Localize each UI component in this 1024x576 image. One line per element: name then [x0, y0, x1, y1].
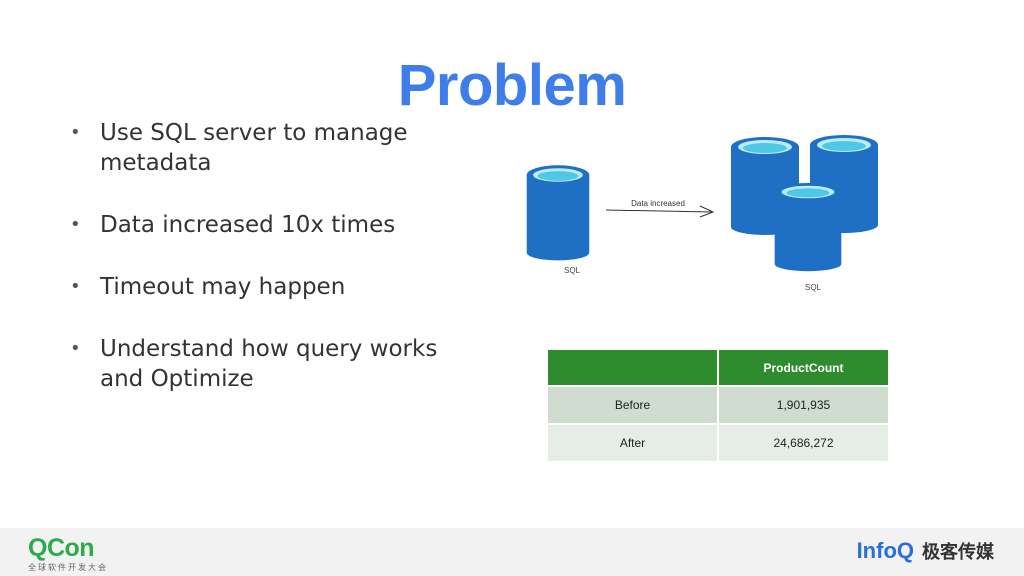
infoq-brand: InfoQ — [856, 538, 914, 563]
bullet-text: Use SQL server to manage metadata — [100, 120, 408, 176]
product-count-table: ProductCount Before 1,901,935 After 24,6… — [548, 350, 890, 463]
table-cell: Before — [548, 386, 719, 425]
data-increase-arrow — [605, 205, 715, 218]
slide-title: Problem — [397, 53, 627, 118]
bullet-text: Timeout may happen — [100, 274, 346, 300]
bullet-item: • Timeout may happen — [68, 272, 478, 302]
bullet-dot: • — [70, 214, 81, 235]
table-row: After 24,686,272 — [548, 424, 890, 463]
table-header-cell — [548, 350, 719, 387]
table-row: Before 1,901,935 — [548, 386, 890, 425]
bullet-dot: • — [70, 338, 81, 359]
bullet-text: Understand how query works and Optimize — [100, 336, 438, 392]
bullet-item: • Use SQL server to manage metadata — [68, 118, 478, 178]
right-sql-label: SQL — [805, 283, 822, 292]
database-cluster-icon — [731, 135, 878, 272]
infoq-chinese-name: 极客传媒 — [922, 542, 994, 563]
qcon-subtitle: 全球软件开发大会 — [28, 563, 108, 572]
footer-bar: QCon 全球软件开发大会 InfoQ 极客传媒 — [0, 528, 1024, 576]
left-sql-label: SQL — [564, 266, 581, 275]
table-cell: 24,686,272 — [718, 424, 890, 463]
table-cell: 1,901,935 — [718, 386, 890, 425]
bullet-text: Data increased 10x times — [100, 212, 396, 238]
qcon-logo-text: QCon — [28, 534, 95, 562]
database-small-icon — [526, 165, 590, 261]
bullet-item: • Data increased 10x times — [68, 210, 478, 240]
bullet-item: • Understand how query works and Optimize — [68, 334, 478, 394]
qcon-logo: QCon 全球软件开发大会 — [28, 535, 108, 573]
table-header-row: ProductCount — [548, 350, 890, 387]
bullet-list: • Use SQL server to manage metadata • Data… — [68, 118, 478, 426]
bullet-dot: • — [70, 276, 81, 297]
arrow-label: Data increased — [631, 199, 685, 208]
table-header-cell: ProductCount — [718, 350, 890, 387]
bullet-dot: • — [70, 122, 81, 143]
table-cell: After — [548, 424, 719, 463]
database-diagram: SQL Data increased SQL — [526, 135, 878, 292]
infoq-logo: InfoQ 极客传媒 — [857, 538, 994, 564]
